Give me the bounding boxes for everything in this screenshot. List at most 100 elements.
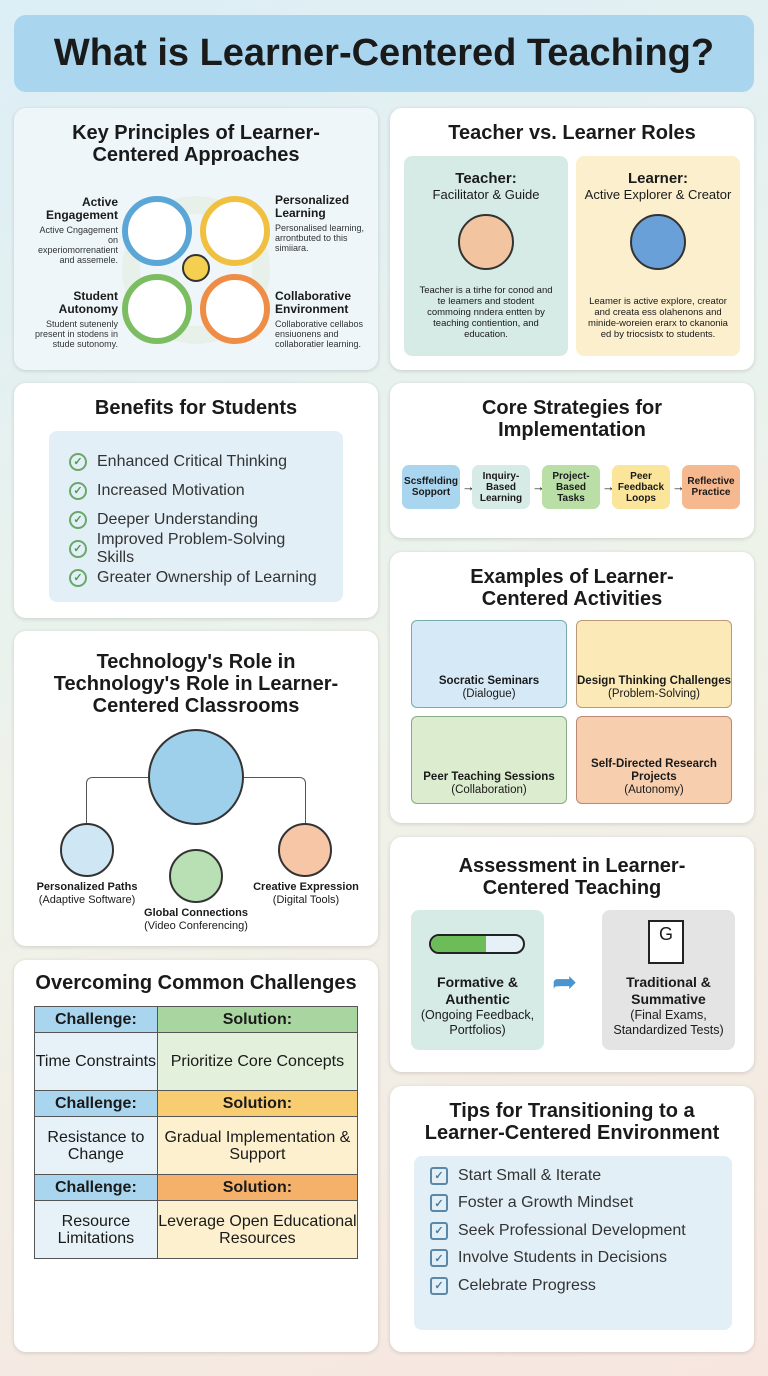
benefit-label: Improved Problem-Solving Skills [96, 530, 286, 566]
strategy-step: Scsffelding Sopport [402, 465, 460, 509]
challenge-header-row: Challenge:Solution: [34, 1006, 359, 1033]
example-socratic-seminars: Socratic Seminars(Dialogue) [411, 620, 567, 708]
globe-icon [169, 849, 223, 903]
technology-card: Technology's Role in Technology's Role i… [14, 631, 378, 946]
teacher-role: Teacher:Facilitator & Guide Teacher is a… [404, 156, 568, 356]
graded-document-icon: G [648, 920, 684, 964]
tech-personalized-paths: Personalized Paths(Adaptive Software) [36, 881, 138, 906]
creative-tools-icon [278, 823, 332, 877]
challenge-label: Challenge: [34, 1090, 158, 1117]
check-circle-icon: ✓ [69, 510, 87, 529]
benefit-item: ✓Greater Ownership of Learning [69, 563, 323, 592]
check-circle-icon: ✓ [69, 452, 87, 471]
solution-text: Leverage Open Educational Resources [156, 1200, 359, 1259]
strategy-step: Project-Based Tasks [542, 465, 600, 509]
strategies-heading: Core Strategies for Implementation [481, 397, 663, 441]
challenge-label: Challenge: [34, 1006, 158, 1033]
strategy-step: Inquiry-Based Learning [472, 465, 530, 509]
examples-heading: Examples of Learner-Centered Activities [470, 566, 674, 610]
checkbox-icon: ✓ [430, 1249, 448, 1268]
tech-global-connections: Global Connections(Video Conferencing) [144, 907, 248, 932]
arrow-icon: ➦ [552, 966, 578, 999]
checkbox-icon: ✓ [430, 1166, 448, 1185]
tip-label: Seek Professional Development [458, 1221, 686, 1239]
solution-text: Gradual Implementation & Support [156, 1116, 359, 1175]
strategy-step: Reflective Practice [682, 465, 740, 509]
tech-creative-expression: Creative Expression(Digital Tools) [253, 881, 359, 906]
benefits-card: Benefits for Students ✓ Enhanced Critical… [14, 383, 378, 618]
people-icon [200, 274, 270, 344]
strategies-card: Core Strategies for Implementation Scsff… [390, 383, 754, 538]
principles-heading: Key Principles of Learner-Centered Appro… [72, 122, 320, 166]
technology-heading: Technology's Role in Technology's Role i… [53, 651, 339, 717]
benefit-label: Enhanced Critical Thinking [97, 452, 288, 470]
tablet-icon [148, 729, 244, 825]
tips-list: ✓ Start Small & Iterate ✓ Foster a Growth M… [414, 1156, 732, 1330]
benefit-item: ✓ Improved Problem-Solving Skills [69, 531, 323, 566]
page-title: What is Learner-Centered Teaching? [14, 15, 754, 92]
benefits-heading: Benefits for Students [94, 397, 298, 419]
example-peer-teaching: Peer Teaching Sessions(Collaboration) [411, 716, 567, 804]
strategy-step: Peer Feedback Loops [612, 465, 670, 509]
tip-item: ✓ Foster a Growth Mindset [430, 1190, 716, 1218]
example-design-thinking: Design Thinking Challenges(Problem-Solvi… [576, 620, 732, 708]
tip-label: Foster a Growth Mindset [458, 1194, 634, 1212]
roles-heading: Teacher vs. Learner Roles [448, 122, 696, 144]
tip-label: Start Small & Iterate [458, 1166, 602, 1184]
tips-card: Tips for Transitioning to a Learner-Cent… [390, 1086, 754, 1352]
tip-label: Involve Students in Decisions [458, 1249, 667, 1267]
challenge-label: Challenge: [34, 1174, 158, 1201]
benefit-label: Increased Motivation [97, 481, 245, 499]
challenges-card: Overcoming Common Challenges Challenge:S… [14, 960, 378, 1352]
lightbulb-icon [182, 254, 210, 282]
checkbox-icon: ✓ [430, 1276, 448, 1295]
traditional-assessment: G Traditional & Summative(Final Exams, S… [602, 910, 735, 1050]
hand-touch-icon [122, 196, 192, 266]
teacher-compass-icon [458, 214, 514, 270]
arrow-right-icon: → [602, 479, 615, 494]
tips-heading: Tips for Transitioning to a Learner-Cent… [424, 1100, 720, 1144]
challenge-text: Time Constraints [34, 1032, 158, 1091]
benefit-item: ✓ Enhanced Critical Thinking [69, 447, 323, 476]
arrow-right-icon: → [462, 479, 475, 494]
challenge-text: Resource Limitations [34, 1200, 158, 1259]
principles-card: Key Principles of Learner-Centered Appro… [14, 108, 378, 370]
assessment-card: Assessment in Learner-Centered Teaching … [390, 837, 754, 1072]
solution-label: Solution: [156, 1090, 359, 1117]
challenge-text: Resistance to Change [34, 1116, 158, 1175]
progress-bar [429, 934, 525, 954]
assessment-heading: Assessment in Learner-Centered Teaching [458, 855, 686, 899]
check-circle-icon: ✓ [69, 481, 87, 500]
examples-card: Examples of Learner-Centered Activities … [390, 552, 754, 823]
challenges-heading: Overcoming Common Challenges [35, 972, 357, 994]
check-circle-icon: ✓ [69, 539, 87, 558]
tip-item: ✓ Celebrate Progress [430, 1272, 716, 1300]
learner-blocks-icon [630, 214, 686, 270]
tip-item: ✓ Involve Students in Decisions [430, 1245, 716, 1273]
solution-label: Solution: [156, 1174, 359, 1201]
benefit-label: Deeper Understanding [97, 510, 258, 528]
checkbox-icon: ✓ [430, 1221, 448, 1240]
checkbox-icon: ✓ [430, 1194, 448, 1213]
screen-icon [200, 196, 270, 266]
challenge-header-row: Challenge:Solution: [34, 1174, 359, 1201]
benefit-item: ✓ Deeper Understanding [69, 505, 323, 534]
tip-item: ✓ Seek Professional Development [430, 1217, 716, 1245]
benefits-list: ✓ Enhanced Critical Thinking ✓ Increased Mo… [49, 431, 343, 602]
tip-label: Celebrate Progress [458, 1276, 596, 1294]
benefit-item: ✓ Increased Motivation [69, 476, 323, 505]
solution-label: Solution: [156, 1006, 359, 1033]
arrow-right-icon: → [672, 479, 685, 494]
hand-check-icon [122, 274, 192, 344]
arrow-right-icon: → [532, 479, 545, 494]
learner-role: Learner:Active Explorer & Creator Leamer… [576, 156, 740, 356]
roles-card: Teacher vs. Learner Roles Teacher:Facili… [390, 108, 754, 370]
